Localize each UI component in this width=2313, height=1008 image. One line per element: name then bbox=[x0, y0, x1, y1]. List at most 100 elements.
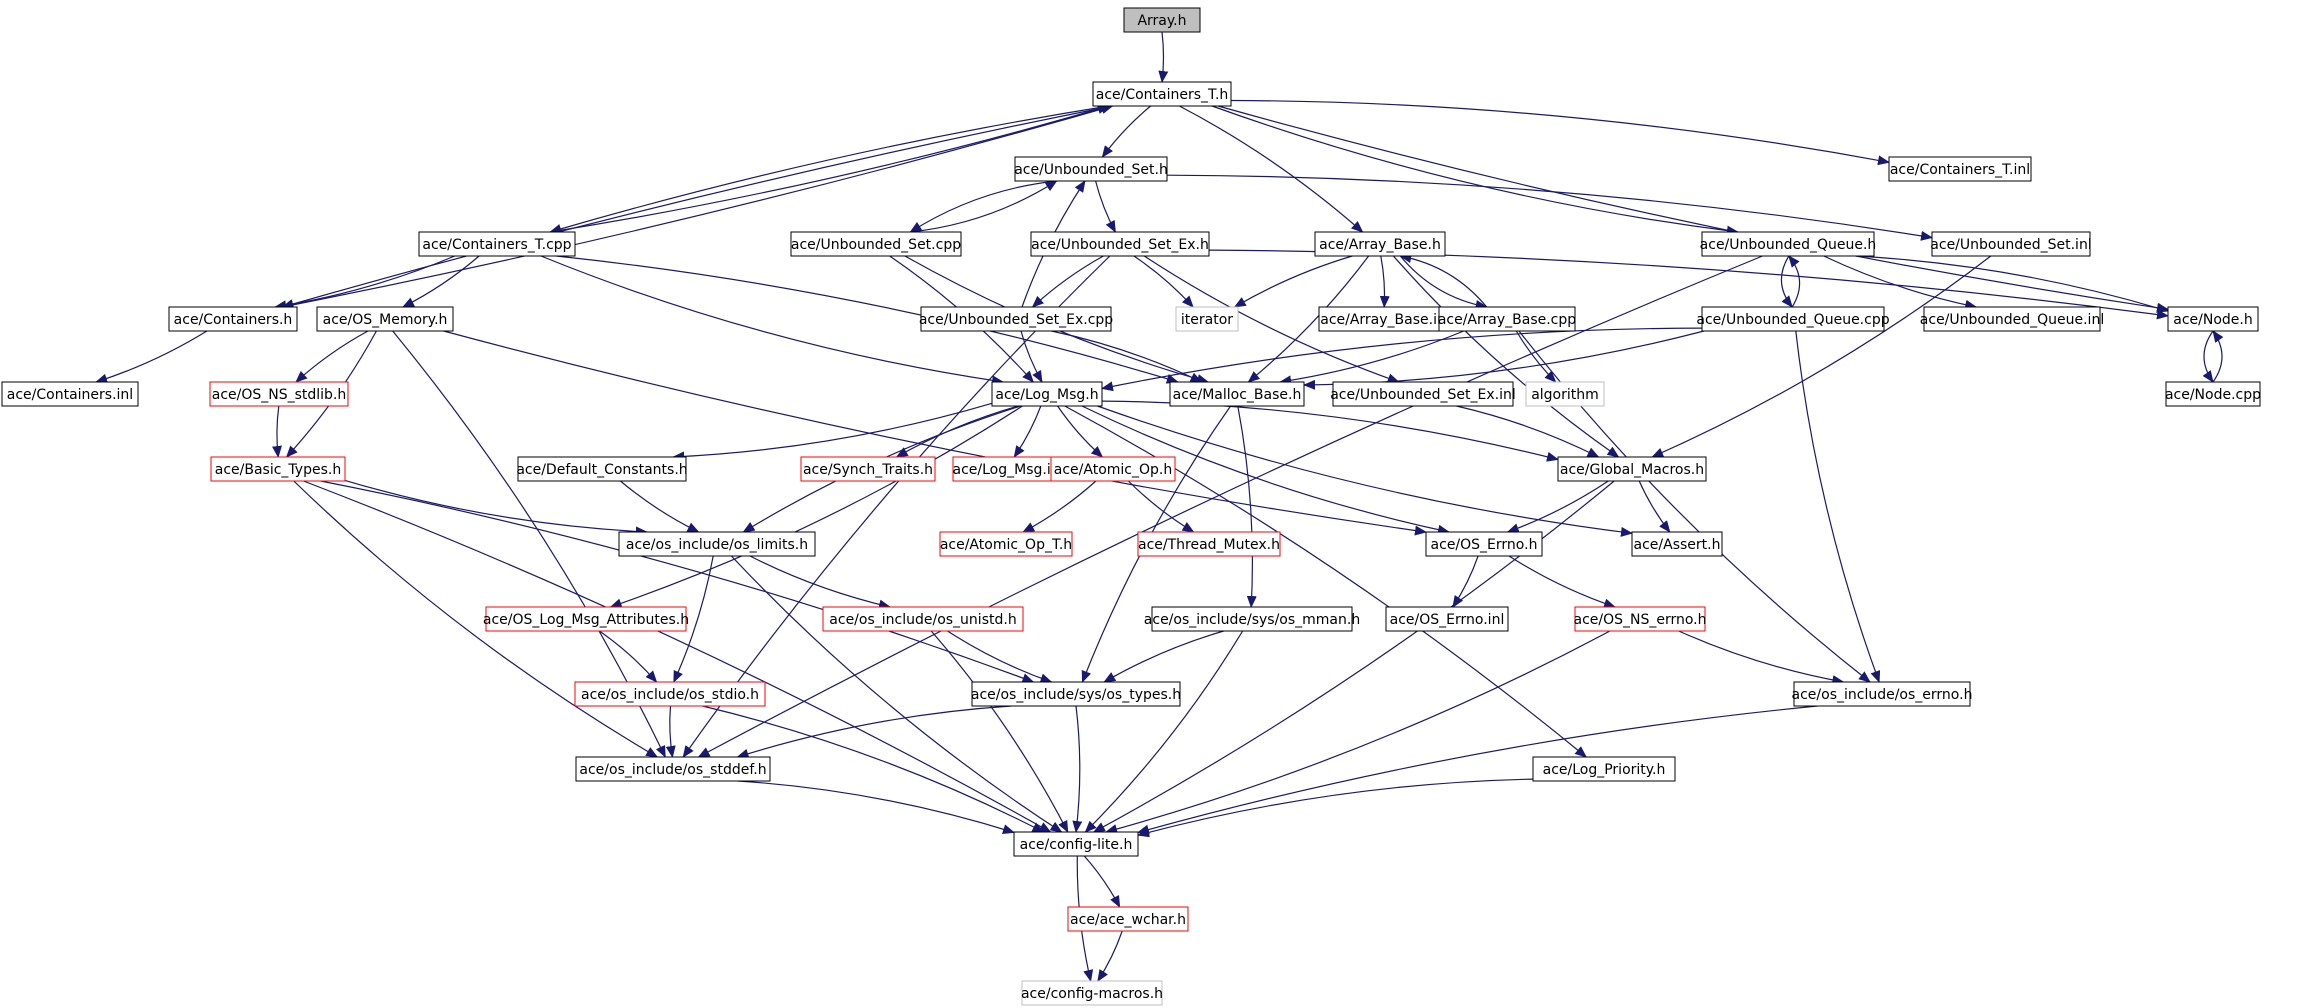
node-box bbox=[971, 681, 1181, 707]
edge-os_stdio_h-to-os_stddef_h bbox=[665, 705, 676, 758]
node-node-cpp[interactable]: ace/Node.cpp bbox=[2165, 381, 2261, 407]
node-label: ace/config-macros.h bbox=[1021, 986, 1163, 1002]
edge-unbounded_queue_h-to-os_stddef_h bbox=[697, 255, 1763, 758]
node-synch-traits-h[interactable]: ace/Synch_Traits.h bbox=[800, 456, 936, 482]
node-atomic-op-h[interactable]: ace/Atomic_Op.h bbox=[1050, 456, 1176, 482]
node-basic-types-h[interactable]: ace/Basic_Types.h bbox=[210, 456, 346, 482]
node-os-types-h[interactable]: ace/os_include/sys/os_types.h bbox=[971, 681, 1181, 707]
node-containers-t-h[interactable]: ace/Containers_T.h bbox=[1092, 81, 1232, 107]
edge-containers_t_h-to-node_h bbox=[1217, 105, 2169, 313]
node-os-include-errno-h[interactable]: ace/os_include/os_errno.h bbox=[1792, 681, 1973, 707]
node-label: ace/OS_Memory.h bbox=[323, 312, 448, 328]
node-box bbox=[575, 756, 771, 782]
node-os-errno-h[interactable]: ace/OS_Errno.h bbox=[1425, 531, 1543, 557]
node-box bbox=[1050, 456, 1176, 482]
node-os-stdio-h[interactable]: ace/os_include/os_stdio.h bbox=[574, 681, 766, 707]
node-iterator[interactable]: iterator bbox=[1175, 306, 1239, 332]
edge-containers_t_h-to-unbounded_set_h bbox=[1101, 105, 1151, 158]
node-array-base-h[interactable]: ace/Array_Base.h bbox=[1314, 231, 1446, 257]
node-global-macros-h[interactable]: ace/Global_Macros.h bbox=[1557, 456, 1707, 482]
node-box bbox=[1923, 306, 2101, 332]
node-label: ace/Array_Base.cpp bbox=[1438, 312, 1576, 328]
node-box bbox=[1123, 7, 1201, 33]
node-box bbox=[1532, 756, 1676, 782]
node-label: ace/Synch_Traits.h bbox=[803, 462, 933, 478]
node-label: ace/Array_Base.inl bbox=[1320, 312, 1450, 328]
node-os-unistd-h[interactable]: ace/os_include/os_unistd.h bbox=[822, 606, 1024, 632]
node-box bbox=[209, 381, 349, 407]
node-box bbox=[1931, 231, 2091, 257]
node-containers-t-cpp[interactable]: ace/Containers_T.cpp bbox=[418, 231, 576, 257]
node-containers-t-inl[interactable]: ace/Containers_T.inl bbox=[1888, 156, 2032, 182]
edge-node_h-to-node_cpp bbox=[2202, 330, 2214, 383]
node-unbounded-set-ex-inl[interactable]: ace/Unbounded_Set_Ex.inl bbox=[1330, 381, 1516, 407]
node-label: ace/Node.cpp bbox=[2165, 387, 2261, 403]
node-box bbox=[1067, 906, 1189, 932]
edge-log_priority_h-to-config_lite_h bbox=[1137, 778, 1534, 838]
node-unbounded-set-ex-h[interactable]: ace/Unbounded_Set_Ex.h bbox=[1030, 231, 1210, 257]
node-label: ace/os_include/os_stdio.h bbox=[581, 687, 759, 703]
node-node-h[interactable]: ace/Node.h bbox=[2167, 306, 2259, 332]
node-malloc-base-h[interactable]: ace/Malloc_Base.h bbox=[1169, 381, 1305, 407]
node-unbounded-set-h[interactable]: ace/Unbounded_Set.h bbox=[1014, 156, 1168, 182]
node-label: ace/os_include/sys/os_types.h bbox=[971, 687, 1181, 703]
node-box bbox=[1014, 156, 1168, 182]
node-os-limits-h[interactable]: ace/os_include/os_limits.h bbox=[618, 531, 816, 557]
node-atomic-op-t-h[interactable]: ace/Atomic_Op_T.h bbox=[939, 531, 1073, 557]
node-array-base-inl[interactable]: ace/Array_Base.inl bbox=[1318, 306, 1452, 332]
node-log-msg-inl[interactable]: ace/Log_Msg.inl bbox=[952, 456, 1064, 482]
edge-unbounded_set_ex_cpp-to-malloc_base_h bbox=[1051, 330, 1203, 383]
node-os-errno-inl[interactable]: ace/OS_Errno.inl bbox=[1385, 606, 1509, 632]
node-label: ace/os_include/os_errno.h bbox=[1792, 687, 1973, 703]
edge-containers_t_h-to-containers_h bbox=[281, 105, 1113, 309]
node-containers-h[interactable]: ace/Containers.h bbox=[168, 306, 298, 332]
node-log-priority-h[interactable]: ace/Log_Priority.h bbox=[1532, 756, 1676, 782]
edge-unbounded_queue_cpp-to-os_include_errno_h bbox=[1795, 330, 1881, 683]
node-default-constants-h[interactable]: ace/Default_Constants.h bbox=[516, 456, 688, 482]
node-unbounded-set-ex-cpp[interactable]: ace/Unbounded_Set_Ex.cpp bbox=[919, 306, 1113, 332]
edge-unbounded_set_ex_cpp-to-log_msg_h bbox=[1020, 330, 1043, 383]
node-os-memory-h[interactable]: ace/OS_Memory.h bbox=[316, 306, 454, 332]
node-os-ns-stdlib-h[interactable]: ace/OS_NS_stdlib.h bbox=[209, 381, 349, 407]
edge-containers_t_cpp-to-containers_t_h bbox=[550, 104, 1110, 233]
node-algorithm[interactable]: algorithm bbox=[1525, 381, 1605, 407]
node-unbounded-set-inl[interactable]: ace/Unbounded_Set.inl bbox=[1930, 231, 2092, 257]
edge-malloc_base_h-to-os_mman_h bbox=[1237, 405, 1257, 608]
node-array-h[interactable]: Array.h bbox=[1123, 7, 1201, 33]
node-unbounded-set-cpp[interactable]: ace/Unbounded_Set.cpp bbox=[790, 231, 962, 257]
edge-os_memory_h-to-os_ns_stdlib_h bbox=[295, 330, 369, 383]
edge-os_limits_h-to-config_lite_h bbox=[730, 555, 1063, 833]
edge-os_errno_h-to-os_errno_inl bbox=[1452, 555, 1479, 608]
node-array-base-cpp[interactable]: ace/Array_Base.cpp bbox=[1438, 306, 1576, 332]
node-unbounded-queue-cpp[interactable]: ace/Unbounded_Queue.cpp bbox=[1696, 306, 1890, 332]
node-box bbox=[2167, 306, 2259, 332]
edge-global_macros_h-to-config_lite_h bbox=[1092, 480, 1615, 833]
node-os-mman-h[interactable]: ace/os_include/sys/os_mman.h bbox=[1144, 606, 1360, 632]
node-ace-wchar-h[interactable]: ace/ace_wchar.h bbox=[1067, 906, 1189, 932]
node-label: ace/OS_NS_stdlib.h bbox=[212, 387, 347, 403]
node-containers-inl[interactable]: ace/Containers.inl bbox=[1, 381, 139, 407]
edge-unbounded_set_cpp-to-unbounded_set_h bbox=[910, 180, 1058, 233]
node-log-msg-h[interactable]: ace/Log_Msg.h bbox=[991, 381, 1103, 407]
node-os-ns-errno-h[interactable]: ace/OS_NS_errno.h bbox=[1573, 606, 1707, 632]
node-label: ace/Unbounded_Set.cpp bbox=[791, 237, 961, 253]
edge-os_errno_h-to-os_ns_errno_h bbox=[1508, 555, 1616, 609]
edge-unbounded_queue_cpp-to-log_msg_h bbox=[1101, 327, 1703, 392]
node-thread-mutex-h[interactable]: ace/Thread_Mutex.h bbox=[1137, 531, 1281, 557]
node-os-log-msg-attributes-h[interactable]: ace/OS_Log_Msg_Attributes.h bbox=[483, 606, 689, 632]
node-config-lite-h[interactable]: ace/config-lite.h bbox=[1013, 831, 1139, 857]
node-assert-h[interactable]: ace/Assert.h bbox=[1631, 531, 1723, 557]
edge-log_msg_h-to-log_msg_inl bbox=[1013, 405, 1042, 458]
edge-unbounded_queue_cpp-to-malloc_base_h bbox=[1303, 330, 1705, 390]
edge-ace_wchar_h-to-config_macros_h bbox=[1097, 930, 1123, 982]
node-box bbox=[1793, 681, 1971, 707]
edge-os_mman_h-to-os_types_h bbox=[1103, 630, 1224, 683]
edge-unbounded_queue_h-to-unbounded_queue_cpp bbox=[1780, 255, 1793, 308]
node-label: ace/Array_Base.h bbox=[1319, 237, 1441, 253]
node-os-stddef-h[interactable]: ace/os_include/os_stddef.h bbox=[575, 756, 771, 782]
node-unbounded-queue-h[interactable]: ace/Unbounded_Queue.h bbox=[1700, 231, 1877, 257]
edge-os_limits_h-to-os_stdio_h bbox=[673, 555, 714, 683]
node-config-macros-h[interactable]: ace/config-macros.h bbox=[1021, 980, 1163, 1006]
node-unbounded-queue-inl[interactable]: ace/Unbounded_Queue.inl bbox=[1920, 306, 2104, 332]
edge-containers_t_cpp-to-containers_h bbox=[274, 255, 456, 311]
